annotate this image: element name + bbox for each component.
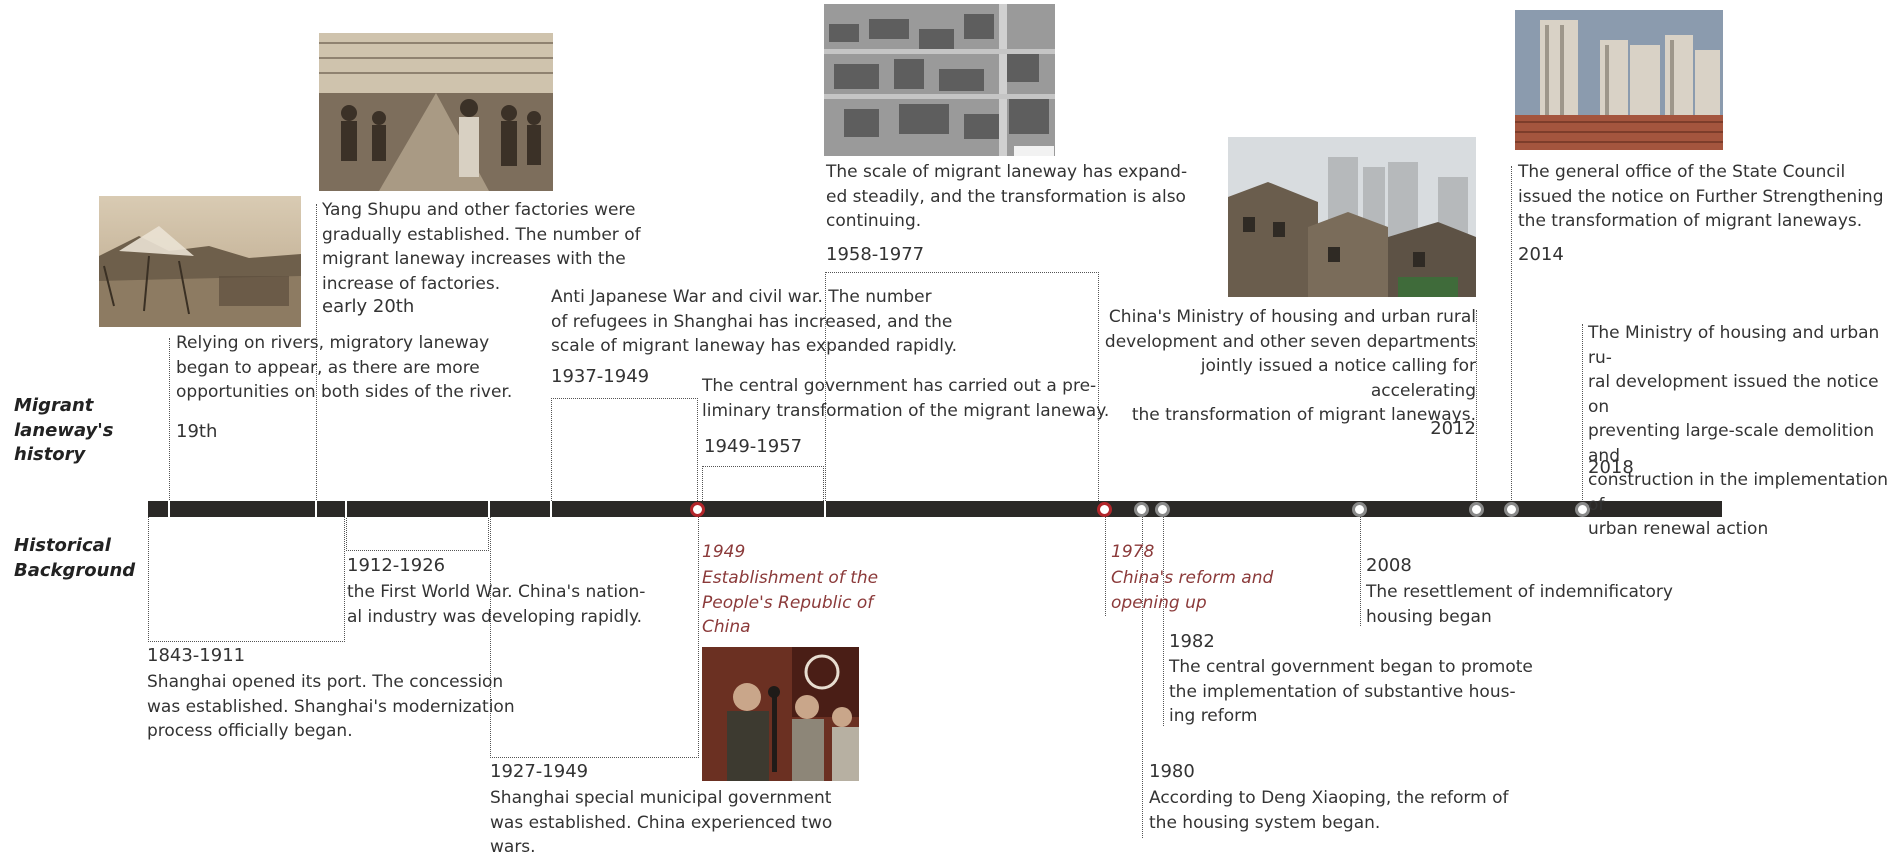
background-text-1927-1949: Shanghai special municipal government wa… — [490, 788, 833, 854]
history-year-1937-1949: 1937-1949 — [551, 366, 650, 387]
background-year-1843-1911: 1843-1911 — [147, 645, 246, 666]
background-text-1980: According to Deng Xiaoping, the reform o… — [1149, 788, 1509, 833]
factory-workers-photo — [319, 33, 553, 191]
span-1949-1957 — [702, 466, 824, 503]
span-1937-1949 — [551, 398, 698, 503]
background-text-1978: China's reform and opening up — [1111, 568, 1274, 613]
riverside-shacks-photo — [99, 196, 301, 327]
timeline-tick — [488, 501, 490, 517]
background-year-1949: 1949 — [702, 542, 746, 562]
timeline-node-1982 — [1155, 502, 1170, 517]
history-text-1958-1977: The scale of migrant laneway has expand-… — [826, 162, 1188, 231]
timeline-tick — [168, 501, 170, 517]
background-year-1927-1949: 1927-1949 — [490, 761, 589, 782]
span-1927-1949 — [490, 516, 699, 758]
timeline-node-2014 — [1504, 502, 1519, 517]
background-text-1843-1911: Shanghai opened its port. The concession… — [147, 672, 515, 741]
history-text-19th: Relying on rivers, migratory laneway beg… — [176, 333, 513, 402]
span-1958-1977 — [825, 272, 1099, 503]
old-houses-highrise-photo — [1228, 137, 1476, 297]
highrise-towers-photo — [1515, 10, 1723, 150]
mao-proclamation-photo — [702, 647, 859, 781]
label-migrant-history: Migrant laneway's history — [14, 395, 114, 465]
connector-1978 — [1105, 516, 1106, 616]
timeline-node-1980 — [1134, 502, 1149, 517]
history-year-2018: 2018 — [1588, 457, 1634, 478]
aerial-laneway-photo — [824, 4, 1055, 156]
background-text-1949: Establishment of the People's Republic o… — [702, 568, 879, 637]
connector-1982 — [1163, 516, 1164, 726]
timeline-tick — [315, 501, 317, 517]
background-year-2008: 2008 — [1366, 555, 1412, 576]
history-year-early-20th: early 20th — [322, 296, 415, 317]
timeline-tick — [345, 501, 347, 517]
background-text-1912-1926: the First World War. China's nation- al … — [347, 582, 646, 627]
history-text-2018: The Ministry of housing and urban ru- ra… — [1588, 323, 1889, 539]
connector-2012 — [1476, 310, 1477, 502]
connector-early-20th — [316, 204, 317, 502]
connector-2018 — [1582, 324, 1583, 502]
history-text-2014: The general office of the State Council … — [1518, 162, 1884, 231]
timeline-node-2012 — [1469, 502, 1484, 517]
timeline-node-1978 — [1097, 502, 1112, 517]
timeline-node-1949 — [690, 502, 705, 517]
background-text-1982: The central government began to promote … — [1169, 657, 1533, 726]
timeline-node-2018 — [1575, 502, 1590, 517]
history-text-1937-1949: Anti Japanese War and civil war. The num… — [551, 287, 958, 356]
history-year-1949-1957: 1949-1957 — [704, 436, 803, 457]
background-year-1980: 1980 — [1149, 761, 1195, 782]
history-year-2012: 2012 — [1430, 418, 1476, 439]
connector-2014 — [1511, 166, 1512, 502]
history-text-early-20th: Yang Shupu and other factories were grad… — [322, 200, 641, 294]
label-historical-background: Historical Background — [14, 535, 136, 581]
connector-2008 — [1360, 516, 1361, 626]
background-text-2008: The resettlement of indemnificatory hous… — [1366, 582, 1673, 627]
background-year-1912-1926: 1912-1926 — [347, 555, 446, 576]
history-year-2014: 2014 — [1518, 244, 1564, 265]
background-year-1978: 1978 — [1111, 542, 1155, 562]
span-1912-1926 — [346, 516, 489, 551]
connector-1980 — [1142, 516, 1143, 838]
connector-19th — [169, 338, 170, 502]
history-year-19th: 19th — [176, 421, 218, 442]
span-1843-1911 — [148, 516, 345, 642]
history-year-1958-1977: 1958-1977 — [826, 244, 925, 265]
timeline-bar — [148, 501, 1722, 517]
timeline-node-2008 — [1352, 502, 1367, 517]
timeline-tick — [824, 501, 826, 517]
history-text-2012: China's Ministry of housing and urban ru… — [1104, 307, 1476, 425]
history-text-1949-1957: The central government has carried out a… — [702, 376, 1110, 421]
timeline-tick — [550, 501, 552, 517]
background-year-1982: 1982 — [1169, 631, 1215, 652]
